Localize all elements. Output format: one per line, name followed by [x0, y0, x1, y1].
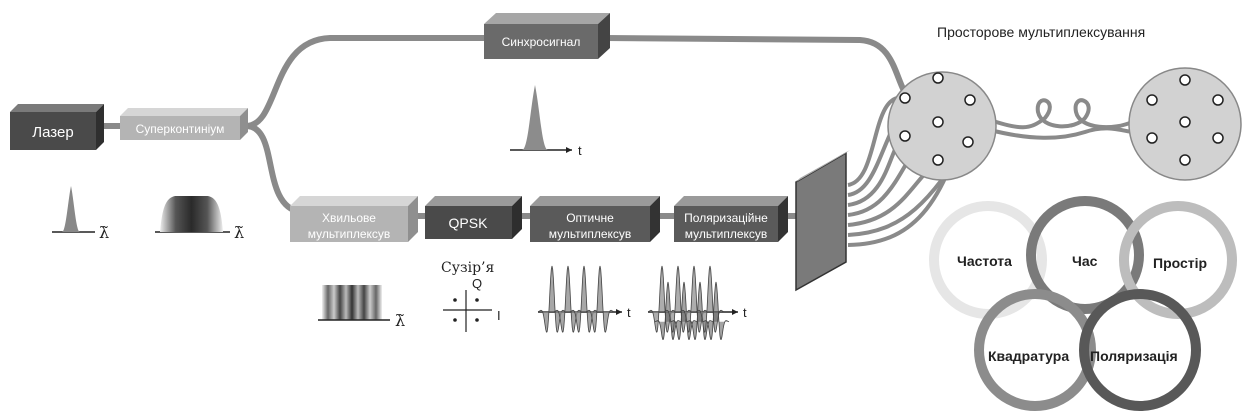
laser-label: Лазер [32, 124, 73, 141]
lambda-label-3: λ̃ [395, 311, 405, 330]
fiber-bundle-right [1128, 67, 1242, 181]
otdm-pulses-inset: t [537, 265, 631, 333]
sync-block: Синхросигнал [484, 13, 610, 59]
fiber-to-sync [243, 35, 493, 129]
sync-t-label: t [578, 143, 582, 158]
sync-label: Синхросигнал [502, 35, 581, 49]
pdm-pulses-inset: t [647, 265, 747, 341]
wdm-spectrum-inset: λ̃ [318, 285, 405, 330]
qpsk-block: QPSK [425, 196, 522, 239]
sync-pulse-inset: t [510, 85, 582, 158]
otdm-block: Оптичне мультиплексув [530, 196, 660, 242]
constellation-title: Сузір’я [441, 260, 494, 276]
circle-time [1026, 196, 1144, 314]
otdm-label-line1: Оптичне [566, 211, 614, 225]
wdm-block: Хвильове мультиплексув [290, 196, 418, 242]
otdm-label-line2: мультиплексув [549, 227, 632, 241]
wdm-label-line1: Хвильове [322, 211, 376, 225]
venn-polarization-label: Поляризація [1090, 348, 1178, 364]
pdm-pulse-orthogonal [702, 281, 730, 341]
otdm-t-label: t [627, 305, 631, 320]
venn-quadrature-label: Квадратура [988, 348, 1069, 364]
supercontinuum-block: Суперконтиніум [120, 108, 248, 140]
fiber-to-wdm [243, 123, 301, 215]
spatial-fan-out-panel [795, 150, 850, 292]
circle-polarization [1079, 289, 1201, 411]
constellation-i-label: I [497, 308, 501, 323]
wdm-label-line2: мультиплексув [308, 227, 391, 241]
circle-quadrature [974, 289, 1096, 411]
supercontinuum-label: Суперконтиніум [136, 122, 225, 136]
pdm-block: Поляризаційне мультиплексув [674, 196, 788, 242]
pdm-label-line2: мультиплексув [685, 227, 768, 241]
pdm-t-label: t [743, 305, 747, 320]
spatial-title: Просторове мультиплексування [937, 24, 1145, 40]
dimensions-venn [929, 196, 1237, 411]
venn-frequency-label: Частота [957, 253, 1012, 269]
fiber-sync-to-spatial [602, 35, 911, 101]
qpsk-label: QPSK [449, 215, 489, 231]
spatial-fiber-loops [989, 98, 1133, 140]
otdm-pulse [585, 265, 615, 333]
fiber-bundle-left [887, 71, 997, 181]
laser-block: Лазер [10, 104, 104, 150]
venn-labels: Частота Час Простір Квадратура Поляризац… [957, 253, 1207, 364]
constellation-inset: Сузір’я Q I [441, 260, 501, 332]
lambda-label-2: λ̃ [234, 223, 244, 242]
lambda-label-1: λ̃ [99, 223, 109, 242]
laser-spectrum-inset: λ̃ [52, 186, 109, 242]
constellation-q-label: Q [472, 276, 482, 291]
pdm-label-line1: Поляризаційне [684, 211, 768, 225]
venn-time-label: Час [1072, 253, 1098, 269]
supercontinuum-spectrum-inset: λ̃ [155, 196, 244, 242]
venn-space-label: Простір [1153, 255, 1207, 271]
